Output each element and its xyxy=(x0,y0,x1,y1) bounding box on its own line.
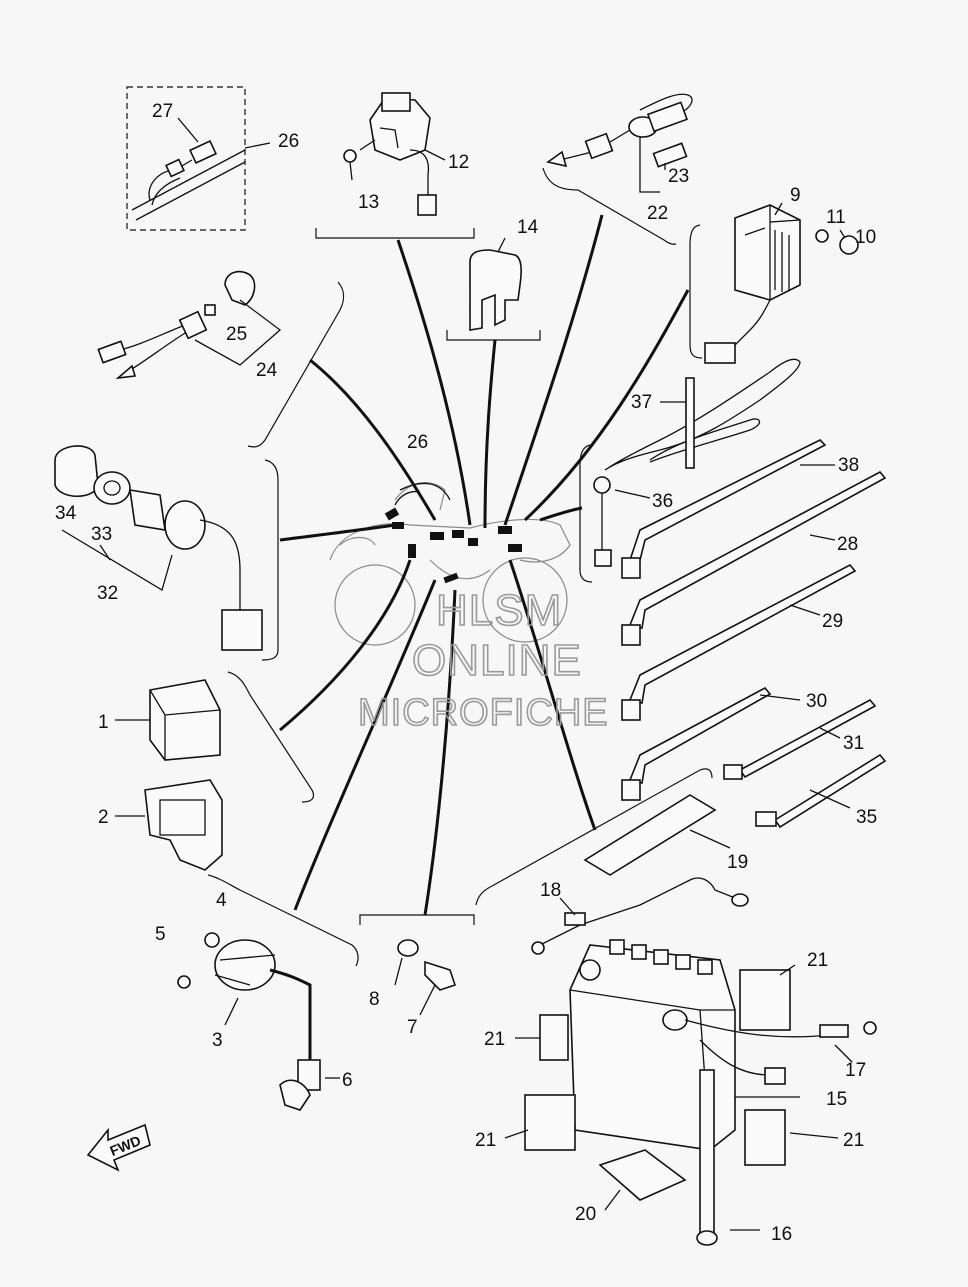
callout-labels: 1 2 3 4 5 6 7 8 9 10 11 12 13 14 15 16 1… xyxy=(55,101,877,1245)
callout-13: 13 xyxy=(358,192,379,213)
callout-12: 12 xyxy=(448,152,469,173)
fwd-arrow: FWD xyxy=(86,1123,151,1172)
callout-27: 27 xyxy=(152,101,173,122)
callout-37: 37 xyxy=(631,392,652,413)
callout-21-b: 21 xyxy=(484,1029,505,1050)
callout-32: 32 xyxy=(97,583,118,604)
callout-28: 28 xyxy=(837,534,858,555)
callout-11: 11 xyxy=(826,207,846,228)
callout-3: 3 xyxy=(212,1030,223,1051)
part-26-27-subharness xyxy=(131,117,271,221)
part-32-34-main-switch xyxy=(54,445,263,651)
callout-25: 25 xyxy=(226,324,247,345)
callout-23: 23 xyxy=(668,166,689,187)
callout-33: 33 xyxy=(91,524,112,545)
callout-36: 36 xyxy=(652,491,673,512)
callout-26-a: 26 xyxy=(278,131,299,152)
callout-24: 24 xyxy=(256,360,278,381)
callout-20: 20 xyxy=(575,1204,596,1225)
callout-8: 8 xyxy=(369,989,380,1010)
battery-cells xyxy=(609,939,713,975)
callout-34: 34 xyxy=(55,503,77,524)
callout-15: 15 xyxy=(826,1089,847,1110)
atv-outline xyxy=(329,482,571,646)
callout-35: 35 xyxy=(856,807,877,828)
watermark: HLSM ONLINE MICROFICHE xyxy=(357,585,609,735)
callout-5: 5 xyxy=(155,924,166,945)
callout-4: 4 xyxy=(216,890,227,911)
callout-29: 29 xyxy=(822,611,843,632)
callout-7: 7 xyxy=(407,1017,418,1038)
part-14-cover xyxy=(469,237,522,331)
callout-21-c: 21 xyxy=(475,1130,496,1151)
callout-22: 22 xyxy=(647,203,668,224)
callout-1: 1 xyxy=(98,712,109,733)
part-3-6-ignition-coil xyxy=(177,932,340,1111)
part-36-37-switch xyxy=(593,358,801,567)
part-1-2-rectifier xyxy=(115,679,223,871)
callout-26-b: 26 xyxy=(407,432,428,453)
callout-2: 2 xyxy=(98,807,109,828)
part-12-starter-relay xyxy=(343,92,446,216)
callout-19: 19 xyxy=(727,852,748,873)
battery-group xyxy=(504,877,877,1246)
part-7-8-switch xyxy=(394,939,457,1016)
watermark-line3: MICROFICHE xyxy=(358,692,609,734)
part-9-cdi-unit xyxy=(704,202,859,364)
callout-31: 31 xyxy=(843,733,864,754)
callout-14: 14 xyxy=(517,217,539,238)
part-22-23-sensor xyxy=(546,93,693,193)
callout-10: 10 xyxy=(855,227,876,248)
part-24-25-lead xyxy=(97,270,282,380)
cable-ties xyxy=(621,439,887,829)
callout-16: 16 xyxy=(771,1224,792,1245)
callout-38: 38 xyxy=(838,455,859,476)
group-brackets xyxy=(126,86,713,967)
callout-6: 6 xyxy=(342,1070,353,1091)
callout-17: 17 xyxy=(845,1060,866,1081)
callout-21-a: 21 xyxy=(807,950,828,971)
part-19-lead xyxy=(583,794,731,876)
main-harness-wires xyxy=(279,214,690,916)
callout-30: 30 xyxy=(806,691,827,712)
callout-9: 9 xyxy=(790,185,801,206)
watermark-line1: HLSM xyxy=(436,586,562,635)
callout-18: 18 xyxy=(540,880,561,901)
watermark-line2: ONLINE xyxy=(412,636,582,685)
callout-21-d: 21 xyxy=(843,1130,864,1151)
